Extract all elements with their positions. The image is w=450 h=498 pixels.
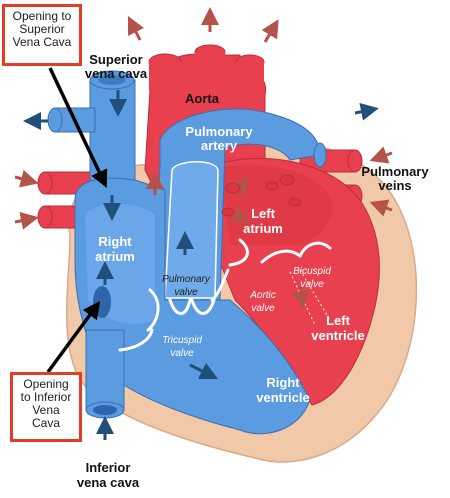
label-aorta: Aorta [185, 91, 220, 106]
label-pulmonary-valve-2: valve [174, 287, 198, 298]
label-left-ventricle-1: Left [326, 313, 351, 328]
label-tricuspid-valve-1: Tricuspid [162, 335, 202, 346]
label-superior-vena-cava-1: Superior [89, 52, 142, 67]
callout-bottom-line-4: Cava [31, 416, 60, 430]
label-right-atrium-1: Right [98, 234, 132, 249]
label-pulmonary-artery-2: artery [201, 138, 238, 153]
label-left-atrium-2: atrium [243, 221, 283, 236]
label-superior-vena-cava-2: vena cava [85, 66, 148, 81]
label-aortic-valve-1: Aortic [249, 290, 276, 301]
label-pulmonary-valve-1: Pulmonary [162, 274, 211, 285]
valves [118, 238, 332, 352]
label-pulmonary-artery-1: Pulmonary [185, 124, 253, 139]
flow-arrows-oxygenated [14, 7, 393, 309]
callout-bottom-line-1: Opening [23, 377, 69, 391]
label-right-ventricle-2: ventricle [256, 390, 309, 405]
label-tricuspid-valve-2: valve [170, 348, 194, 359]
inferior-vena-cava [85, 329, 125, 419]
label-left-ventricle-2: ventricle [311, 328, 364, 343]
callout-pointers [46, 67, 108, 374]
label-left-atrium-1: Left [251, 206, 276, 221]
callout-inferior-vena-cava-opening: Opening to Inferior Vena Cava [10, 372, 82, 442]
label-right-atrium-2: atrium [95, 249, 135, 264]
callout-top-line-1: Opening to [12, 9, 72, 23]
ivc-opening [93, 286, 111, 318]
label-inferior-vena-cava-2: vena cava [77, 475, 140, 490]
label-pulmonary-veins-1: Pulmonary [361, 164, 429, 179]
callout-bottom-line-2: to Inferior [20, 390, 72, 404]
flow-arrows-deoxygenated [23, 90, 379, 440]
label-right-ventricle-1: Right [266, 375, 300, 390]
superior-vena-cava [89, 70, 136, 191]
label-bicuspid-valve-2: valve [300, 279, 324, 290]
label-aortic-valve-2: valve [251, 303, 275, 314]
label-pulmonary-veins-2: veins [378, 178, 411, 193]
label-inferior-vena-cava-1: Inferior [86, 460, 131, 475]
callout-top-line-2: Superior [19, 22, 65, 36]
callout-superior-vena-cava-opening: Opening to Superior Vena Cava [2, 4, 82, 66]
callout-top-line-3: Vena Cava [12, 35, 72, 49]
callout-bottom-line-3: Vena [32, 403, 60, 417]
label-bicuspid-valve-1: Bicuspid [293, 266, 331, 277]
